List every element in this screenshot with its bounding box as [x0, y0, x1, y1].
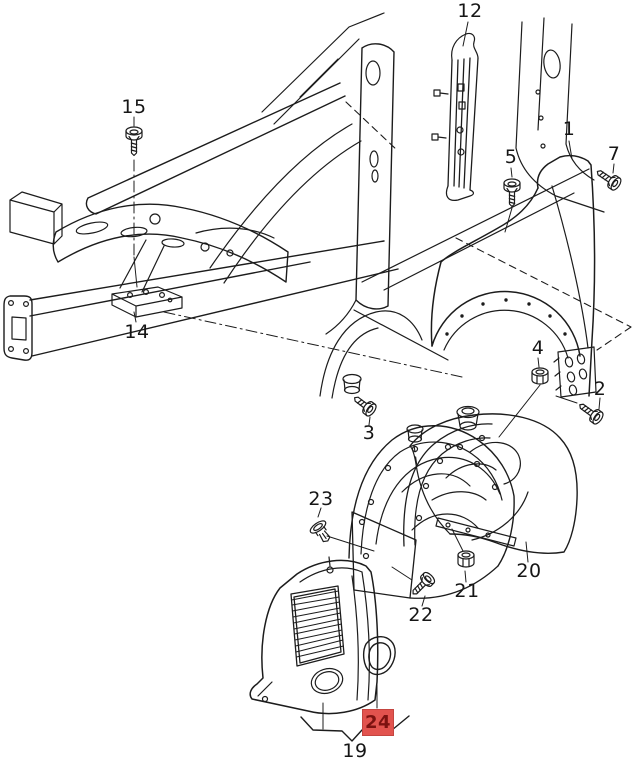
end-plate-hole	[8, 346, 15, 353]
bolt-part-3	[354, 396, 377, 417]
part-label-14[interactable]: 14	[124, 321, 150, 343]
pillar-hole	[365, 60, 381, 86]
bolt-part-22	[412, 571, 436, 595]
liner-front-bottom	[409, 565, 499, 599]
part-label-22[interactable]: 22	[408, 604, 434, 626]
pillar-hole	[371, 169, 379, 183]
bolt-part-2	[579, 403, 604, 425]
fender-part-1	[361, 154, 597, 398]
trim-clips	[431, 89, 449, 141]
spot-weld	[535, 89, 541, 95]
cowl-side-panel	[515, 17, 605, 213]
nut-part-4	[531, 367, 549, 385]
subframe-member	[3, 191, 399, 361]
cowl-joint-lines	[361, 168, 590, 291]
part-label-15[interactable]: 15	[121, 96, 147, 118]
cover-top-band	[299, 567, 363, 583]
noise-cover-part-19	[249, 556, 379, 715]
wheelhouse-liner-rear-part-20	[403, 405, 578, 554]
liner-rear-band-inner	[414, 437, 491, 546]
longitudinal-beam	[29, 240, 399, 357]
part-label-23[interactable]: 23	[308, 488, 334, 510]
pillar-hole	[369, 150, 379, 168]
liner-rear-swirls	[431, 441, 529, 541]
liner-rear-arch-edge	[409, 445, 451, 535]
seal-ring-part-24	[362, 636, 396, 676]
part-label-20[interactable]: 20	[516, 560, 542, 582]
trim-top-hook	[451, 32, 479, 61]
part-label-5[interactable]: 5	[504, 146, 518, 168]
part-label-19[interactable]: 19	[342, 740, 368, 761]
cover-outline	[249, 559, 379, 715]
nut-part-21	[457, 550, 475, 568]
cover-flap-crease	[257, 681, 273, 697]
part-label-7[interactable]: 7	[607, 143, 621, 165]
fender-outline	[536, 154, 596, 397]
spot-weld	[538, 115, 544, 121]
wheelhouse-liner-front	[348, 424, 515, 599]
fender-front-edge	[430, 187, 539, 347]
group-bracket	[300, 715, 410, 742]
cover-grille-frame	[290, 585, 345, 667]
arch-bolt-holes	[445, 298, 567, 336]
liner-front-swirls	[401, 473, 479, 531]
cross-member-slot	[75, 221, 109, 235]
part-label-4[interactable]: 4	[531, 337, 545, 359]
body-structure	[85, 12, 605, 399]
cowl-curves	[195, 123, 362, 284]
screw-part-5	[503, 178, 521, 208]
cover-oval-opening-outer	[310, 667, 344, 695]
liner-rear-grommet	[456, 405, 480, 431]
cover-grille-slats	[291, 590, 344, 658]
cross-member-arm	[119, 239, 165, 293]
spot-weld	[540, 143, 546, 149]
end-plate-hole	[23, 301, 30, 308]
wheelhouse-hump	[319, 299, 449, 399]
cross-member	[52, 203, 289, 283]
cross-member-hole	[226, 249, 234, 257]
body-plug-grommet	[342, 373, 362, 395]
fender-wheel-arch-inner	[443, 309, 569, 359]
fender-flange	[553, 346, 597, 398]
fender-character-line	[551, 185, 589, 349]
dash-dot-lines	[133, 159, 463, 378]
part-label-12[interactable]: 12	[457, 0, 483, 22]
end-plate-hole	[8, 300, 15, 307]
part-label-3[interactable]: 3	[362, 422, 376, 444]
cross-member-hole	[149, 213, 161, 225]
a-pillar-panel	[355, 43, 395, 310]
bolt-part-7	[596, 170, 622, 191]
part-label-2[interactable]: 2	[593, 378, 607, 400]
clip-part-23	[309, 520, 331, 543]
cover-screw-hole	[326, 566, 334, 574]
liner-front-band	[360, 441, 503, 555]
fender-wheel-arch-outer	[431, 290, 581, 357]
dashed-lines	[345, 101, 632, 468]
leader-lines	[133, 21, 615, 730]
liner-rear-flange	[435, 517, 517, 547]
cover-oval-opening-inner	[314, 671, 340, 691]
beam-end-plate	[3, 295, 33, 361]
windshield-pillar-lines	[261, 12, 385, 125]
screw-part-15	[125, 126, 143, 157]
side-panel-hole	[543, 49, 561, 79]
liner-front-grommet	[406, 424, 424, 443]
trim-bottom-foot	[445, 185, 475, 201]
end-plate-hole	[23, 348, 30, 355]
end-plate-window	[11, 316, 27, 341]
part-label-21[interactable]: 21	[454, 580, 480, 602]
part-label-1[interactable]: 1	[562, 118, 576, 140]
front-box-bracket	[9, 191, 63, 245]
trim-windows	[457, 83, 466, 110]
cross-member-hole	[200, 242, 210, 252]
cross-member-slot	[161, 238, 185, 248]
liner-rear-band-outer	[403, 423, 493, 547]
pillar-trim-part-12	[431, 32, 479, 201]
part-label-24-highlighted[interactable]: 24	[362, 709, 394, 736]
bracket-part-14	[111, 286, 183, 318]
cover-side-channel	[351, 571, 370, 701]
